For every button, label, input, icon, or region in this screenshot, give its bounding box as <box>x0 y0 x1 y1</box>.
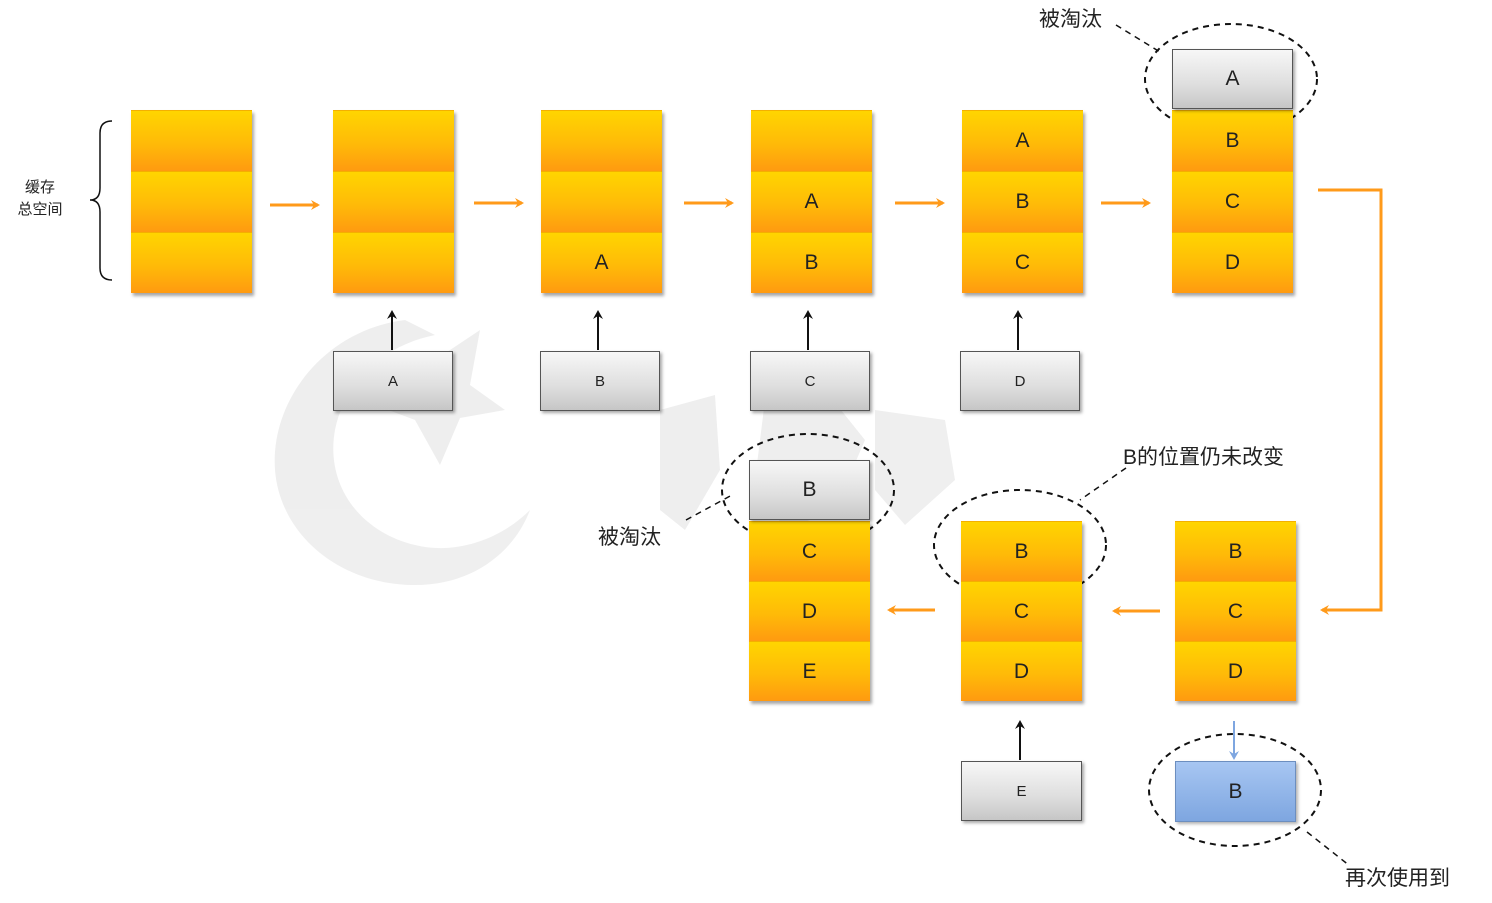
leader-used-again <box>1306 831 1351 867</box>
cache-stack-step-4: A B <box>751 110 872 293</box>
cache-slot: B <box>751 232 872 293</box>
cache-slot: B <box>1175 521 1296 581</box>
cache-slot <box>333 171 454 232</box>
evicted-item-box: A <box>1172 49 1293 109</box>
cache-label-line1: 缓存 <box>24 179 55 196</box>
cache-slot: A <box>751 171 872 232</box>
cache-stack-final: C D E <box>749 521 870 701</box>
cache-slot <box>333 232 454 293</box>
cache-slot <box>131 110 252 171</box>
used-again-box: B <box>1175 761 1296 822</box>
used-again-ellipse <box>1148 733 1322 847</box>
cache-slot <box>751 110 872 171</box>
cache-stack-step-3: A <box>541 110 662 293</box>
flow-arrow-down-right <box>1318 188 1383 615</box>
cache-slot: B <box>962 171 1083 232</box>
used-again-label: 再次使用到 <box>1345 867 1450 890</box>
cache-slot: B <box>1172 110 1293 171</box>
evicted-label-top: 被淘汰 <box>1039 8 1102 31</box>
cache-slot: E <box>749 641 870 701</box>
incoming-item-box: C <box>750 351 870 411</box>
leader-evicted-top <box>1115 24 1161 53</box>
position-unchanged-label: B的位置仍未改变 <box>1123 446 1285 469</box>
incoming-item-box: B <box>540 351 660 411</box>
leader-evicted-bottom <box>685 494 733 521</box>
cache-label-line2: 总空间 <box>17 201 63 218</box>
cache-slot: D <box>1172 232 1293 293</box>
cache-slot: C <box>1175 581 1296 641</box>
evicted-item-box: B <box>749 460 870 520</box>
cache-stack-step-1 <box>131 110 252 293</box>
cache-total-label: 缓存 总空间 <box>8 177 72 221</box>
cache-slot: C <box>1172 171 1293 232</box>
cache-slot <box>131 171 252 232</box>
incoming-item-box: E <box>961 761 1082 821</box>
incoming-item-box: A <box>333 351 453 411</box>
cache-stack-unchanged: B C D <box>961 521 1082 701</box>
cache-stack-step-2 <box>333 110 454 293</box>
cache-slot: C <box>749 521 870 581</box>
cache-slot: B <box>961 521 1082 581</box>
cache-slot: D <box>1175 641 1296 701</box>
cache-slot <box>131 232 252 293</box>
leader-unchanged <box>1079 467 1127 501</box>
cache-slot <box>541 171 662 232</box>
incoming-item-box: D <box>960 351 1080 411</box>
cache-slot: A <box>541 232 662 293</box>
evicted-label-bottom: 被淘汰 <box>598 526 661 549</box>
cache-slot: C <box>962 232 1083 293</box>
cache-slot <box>333 110 454 171</box>
cache-stack-step-6: B C D <box>1172 110 1293 293</box>
cache-slot: D <box>961 641 1082 701</box>
cache-stack-reuse: B C D <box>1175 521 1296 701</box>
cache-slot: C <box>961 581 1082 641</box>
cache-slot: D <box>749 581 870 641</box>
cache-slot <box>541 110 662 171</box>
cache-slot: A <box>962 110 1083 171</box>
cache-stack-step-5: A B C <box>962 110 1083 293</box>
cache-brace-icon <box>89 120 113 281</box>
